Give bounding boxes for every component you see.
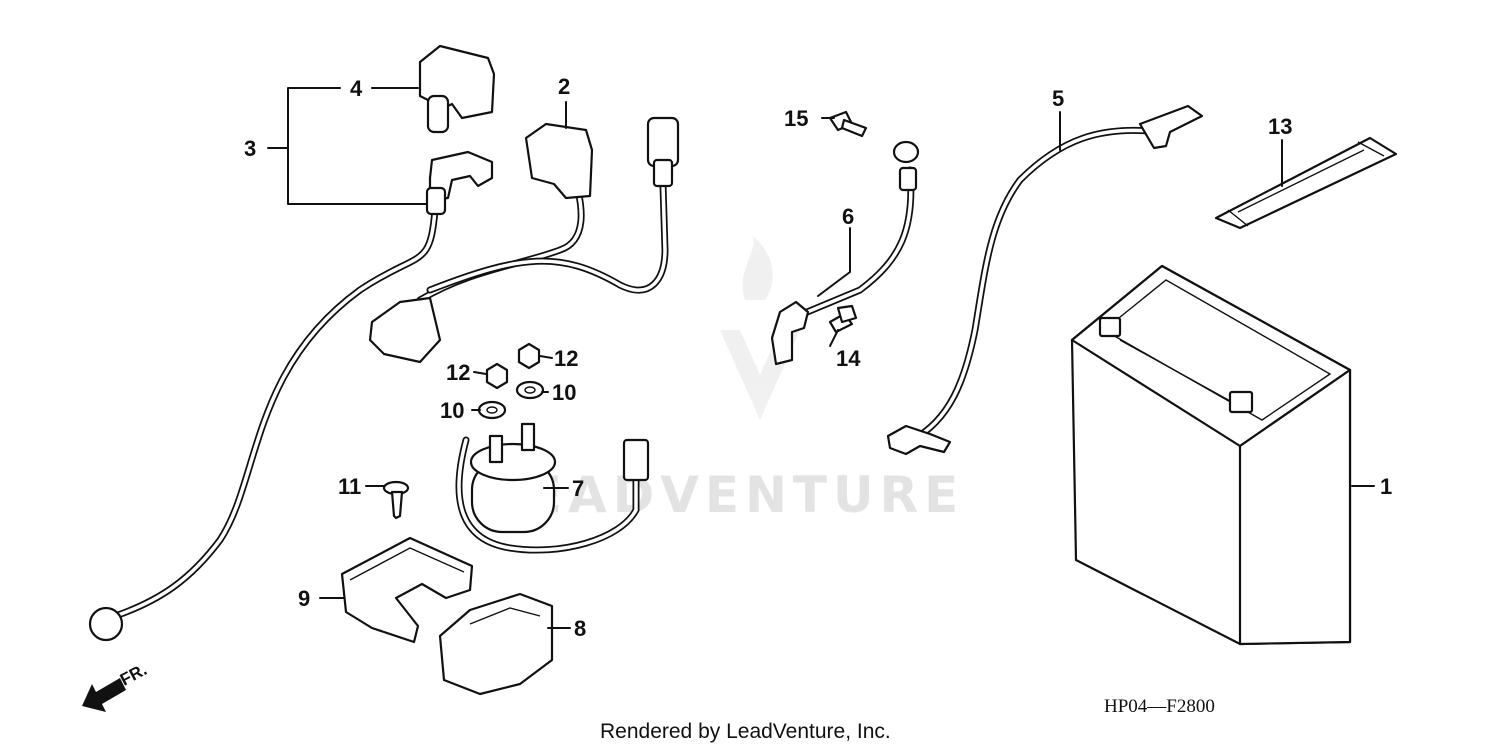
part-bolt-14: [828, 304, 858, 334]
watermark-text: LEADVENTURE: [490, 466, 964, 524]
part-ground-cable: [770, 140, 920, 366]
callout-15: 15: [784, 106, 808, 131]
part-washer-10b: [515, 380, 545, 400]
part-battery: [1070, 264, 1352, 646]
part-bolt-15: [828, 110, 868, 138]
callout-5: 5: [1052, 86, 1064, 111]
part-wire-harness: [368, 116, 680, 364]
part-battery-strap: [1214, 136, 1398, 230]
callout-13: 13: [1268, 114, 1292, 139]
diagram-code: HP04—F2800: [1104, 696, 1215, 717]
callout-6: 6: [842, 204, 854, 229]
callout-11: 11: [338, 474, 361, 499]
part-nut-12b: [517, 342, 541, 370]
part-relay-cover: [438, 592, 554, 696]
part-battery-cable: [886, 104, 1204, 456]
callout-9: 9: [298, 586, 310, 611]
part-screw-11: [382, 480, 410, 520]
part-starter-cable: [88, 150, 494, 642]
callout-12a: 12: [446, 360, 470, 385]
callout-10b: 10: [552, 380, 576, 405]
callout-10a: 10: [440, 398, 464, 423]
callout-4: 4: [350, 76, 363, 101]
leader-lines: [267, 87, 1375, 629]
callout-8: 8: [574, 616, 586, 641]
part-nut-12a: [485, 362, 509, 390]
part-relay-bracket: [340, 536, 474, 644]
callouts: 1 2 3 4 5 6 7 8 9 10 10 11 12 12 13 14 1…: [244, 74, 1392, 641]
callout-3: 3: [244, 136, 256, 161]
callout-14: 14: [836, 346, 861, 371]
front-direction-arrow: FR.: [82, 660, 150, 712]
part-washer-10a: [477, 400, 507, 420]
callout-1: 1: [1380, 474, 1392, 499]
callout-7: 7: [572, 476, 584, 501]
callout-2: 2: [558, 74, 570, 99]
part-starter-relay: [455, 422, 650, 554]
callout-12b: 12: [554, 346, 578, 371]
part-terminal-cap: [418, 44, 496, 134]
credit-text: Rendered by LeadVenture, Inc.: [600, 720, 891, 743]
